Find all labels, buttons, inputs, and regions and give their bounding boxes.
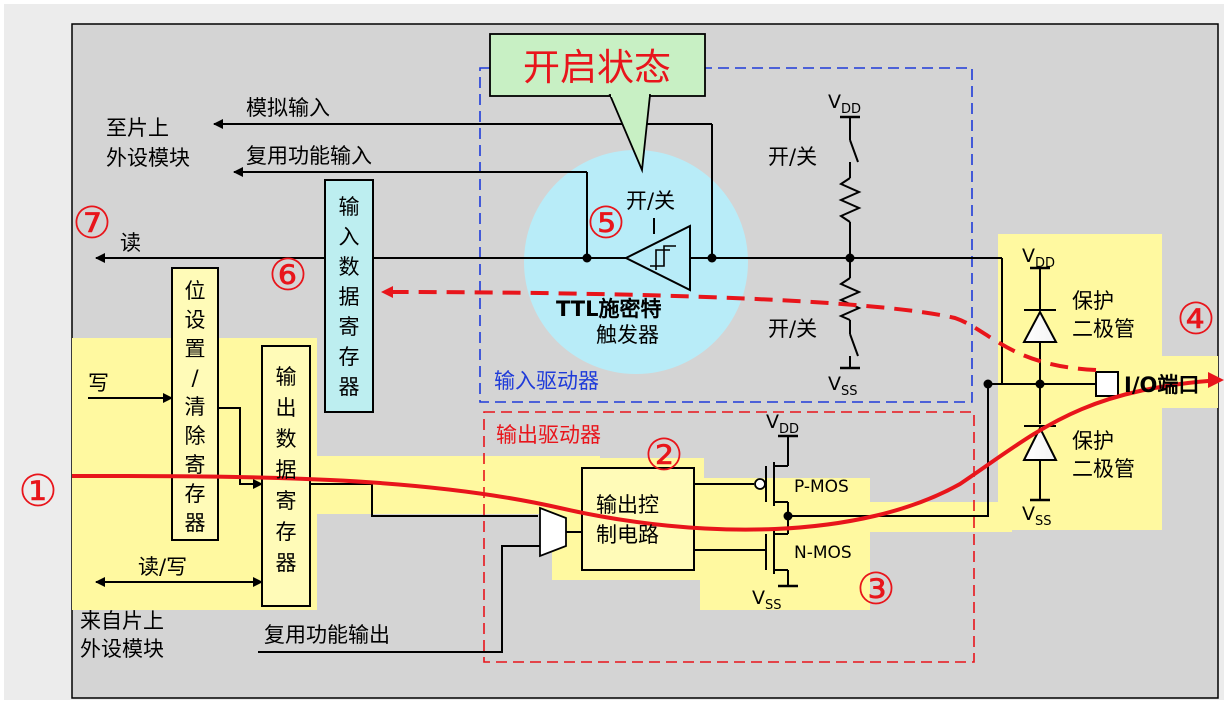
output-path (71, 378, 1221, 532)
vss-label-diode: VSS (1022, 503, 1052, 529)
input-data-register (324, 179, 374, 413)
bit-set-reset-register-char: 除 (185, 424, 206, 448)
io-pin-box (1095, 371, 1119, 397)
diode-upper-label-2: 二极管 (1072, 317, 1135, 341)
input-driver-label: 输入驱动器 (494, 369, 599, 393)
vss-label-nmos: VSS (752, 587, 782, 613)
vdd-label-pmos: VDD (766, 411, 799, 437)
input-data-register-char: 输 (339, 195, 360, 219)
marker-5: ⑤ (586, 198, 625, 249)
callout: 开启状态 (489, 33, 706, 174)
circuit-wiring (88, 117, 1096, 653)
ttl-schmitt-label-2: 触发器 (596, 323, 659, 347)
output-data-register-char: 输 (276, 365, 297, 389)
write-label: 写 (88, 371, 109, 395)
input-path-dashed (381, 286, 1097, 372)
junction-dots (582, 253, 1045, 521)
pulldown-switch-label: 开/关 (768, 317, 817, 341)
from-peripheral-label-1: 来自片上 (80, 609, 164, 633)
bit-set-reset-register (171, 267, 219, 541)
output-data-register-char: 器 (276, 551, 297, 575)
pullup-switch-label: 开/关 (768, 145, 817, 169)
diode-lower-label-2: 二极管 (1072, 457, 1135, 481)
marker-6: ⑥ (268, 250, 307, 301)
marker-1: ① (18, 466, 57, 517)
schmitt-trigger (623, 218, 691, 292)
from-peripheral-label-2: 外设模块 (80, 637, 164, 661)
supply-bars (778, 115, 1050, 588)
bit-set-reset-register-char: 置 (185, 337, 206, 361)
output-control-circuit (581, 467, 695, 571)
to-peripheral-label-1: 至片上 (106, 116, 169, 140)
bit-set-reset-register-char: / (191, 366, 199, 390)
bit-set-reset-register-char: 寄 (185, 453, 206, 477)
bit-set-reset-register-char: 存 (185, 482, 206, 506)
marker-3: ③ (856, 564, 895, 615)
input-data-register-char: 存 (339, 345, 360, 369)
input-data-register-char: 寄 (339, 315, 360, 339)
input-data-register-char: 器 (339, 375, 360, 399)
input-driver-box (479, 67, 973, 403)
vdd-label-diode: VDD (1022, 245, 1055, 271)
alt-function-input-label: 复用功能输入 (246, 144, 372, 168)
callout-title: 开启状态 (523, 46, 671, 89)
vss-label-pulldown: VSS (828, 373, 858, 399)
output-data-register-char: 存 (276, 520, 297, 544)
input-data-register-char: 数 (339, 255, 360, 279)
bit-set-reset-register-char: 器 (185, 511, 206, 535)
input-data-register-char: 入 (339, 225, 360, 249)
n-mos-label: N-MOS (794, 543, 852, 563)
output-data-register-char: 数 (276, 427, 297, 451)
output-data-register-char: 出 (276, 396, 297, 420)
bit-set-reset-register-char: 清 (185, 395, 206, 419)
read-write-label: 读/写 (138, 555, 187, 579)
ttl-schmitt-label-1: TTL施密特 (556, 297, 662, 321)
diode-upper-label-1: 保护 (1072, 289, 1114, 313)
input-data-register-char: 据 (339, 285, 360, 309)
output-driver-label: 输出驱动器 (496, 423, 601, 447)
bit-set-reset-register-char: 设 (185, 308, 206, 332)
marker-2: ② (644, 430, 683, 481)
marker-4: ④ (1176, 294, 1215, 345)
output-data-register-char: 寄 (276, 489, 297, 513)
p-mos-label: P-MOS (794, 477, 849, 497)
output-control-label-1: 输出控 (596, 493, 659, 517)
io-pin-label: I/O端口 (1124, 373, 1199, 397)
output-mux (539, 506, 567, 558)
output-path-arrowhead (1208, 372, 1224, 388)
bit-set-reset-register-char: 位 (185, 279, 206, 303)
output-data-register-char: 据 (276, 458, 297, 482)
to-peripheral-label-2: 外设模块 (106, 146, 190, 170)
diode-lower (1022, 425, 1058, 461)
analog-input-label: 模拟输入 (246, 96, 330, 120)
marker-7: ⑦ (72, 198, 111, 249)
alt-function-output-label: 复用功能输出 (264, 623, 390, 647)
schmitt-switch-label: 开/关 (626, 189, 675, 213)
read-label: 读 (120, 231, 141, 255)
diode-lower-label-1: 保护 (1072, 429, 1114, 453)
diode-upper (1022, 309, 1058, 343)
protection-diodes (1022, 288, 1058, 461)
output-driver-box (483, 411, 975, 663)
output-control-label-2: 制电路 (596, 523, 659, 547)
vdd-label-pullup: VDD (828, 91, 861, 117)
p-mos-gate-bubble (754, 478, 766, 490)
